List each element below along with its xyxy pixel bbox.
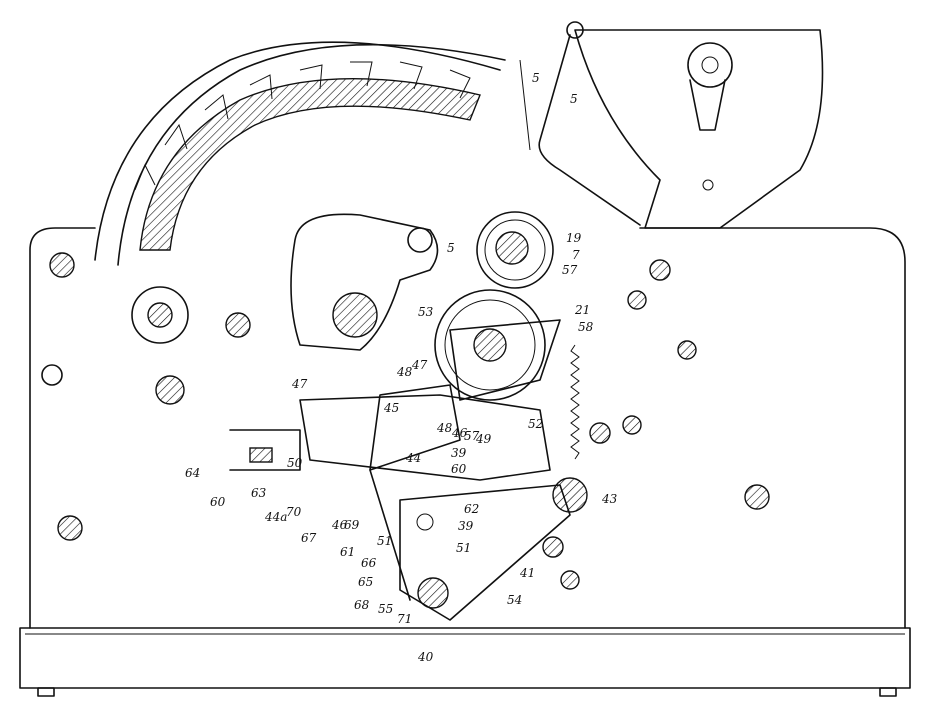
paper-strip [519,34,641,226]
ref-39-b: 39 [458,519,474,533]
reference-numerals: 5 5 5 19 7 57 21 58 53 47 47 48 45 48 46… [185,71,618,664]
ref-58: 58 [578,320,594,334]
ref-7: 7 [572,248,580,262]
lever-link-41 [369,469,588,621]
frame-shafts [57,259,770,590]
ref-54: 54 [507,593,522,607]
ref-48-a: 48 [396,365,413,379]
ref-51-b: 51 [456,541,471,555]
lever-plate [299,384,551,481]
ref-40: 40 [417,650,434,664]
ref-51-a: 51 [377,534,392,548]
ref-46-b: 46 [331,518,348,532]
ref-61: 61 [340,545,355,559]
ref-41: 41 [519,566,535,580]
ref-47-b: 47 [411,358,428,372]
ref-48-b: 48 [436,421,453,435]
ref-21: 21 [574,303,590,317]
machine-frame [19,227,911,697]
ref-63: 63 [251,486,267,500]
central-cam-body [290,213,439,351]
gear-21 [434,289,561,401]
ref-62: 62 [464,502,479,516]
ref-67: 67 [301,531,317,545]
ref-69: 69 [344,518,360,532]
ref-65: 65 [358,575,373,589]
left-ratchet [41,252,251,405]
ref-43: 43 [601,492,618,506]
ref-5-a: 5 [532,71,540,85]
ref-47-a: 47 [291,377,308,391]
ref-64: 64 [185,466,200,480]
tension-spring [570,344,580,460]
ref-44: 44 [405,451,421,465]
ref-60-b: 60 [210,495,226,509]
ref-5-c: 5 [447,241,455,255]
ref-53: 53 [418,305,434,319]
ref-49: 49 [475,432,492,446]
ref-57-a: 57 [562,263,578,277]
ref-19: 19 [566,231,582,245]
ref-50: 50 [287,456,303,470]
ref-5-b: 5 [570,92,578,106]
ref-46: 46 [451,426,468,440]
ref-71: 71 [397,612,412,626]
gear-19 [476,211,554,289]
ref-39-a: 39 [451,446,467,460]
ref-52: 52 [528,417,543,431]
ref-68: 68 [354,598,370,612]
paper-drum [566,21,824,229]
ref-57-b: 57 [464,429,480,443]
ref-70: 70 [286,505,302,519]
type-sector-arc [94,41,506,266]
bar-60 [229,429,301,471]
ref-55: 55 [378,602,393,616]
ref-66: 66 [361,556,377,570]
ref-60-a: 60 [451,462,467,476]
ref-44a: 44a [264,510,287,524]
ref-45: 45 [383,401,399,415]
